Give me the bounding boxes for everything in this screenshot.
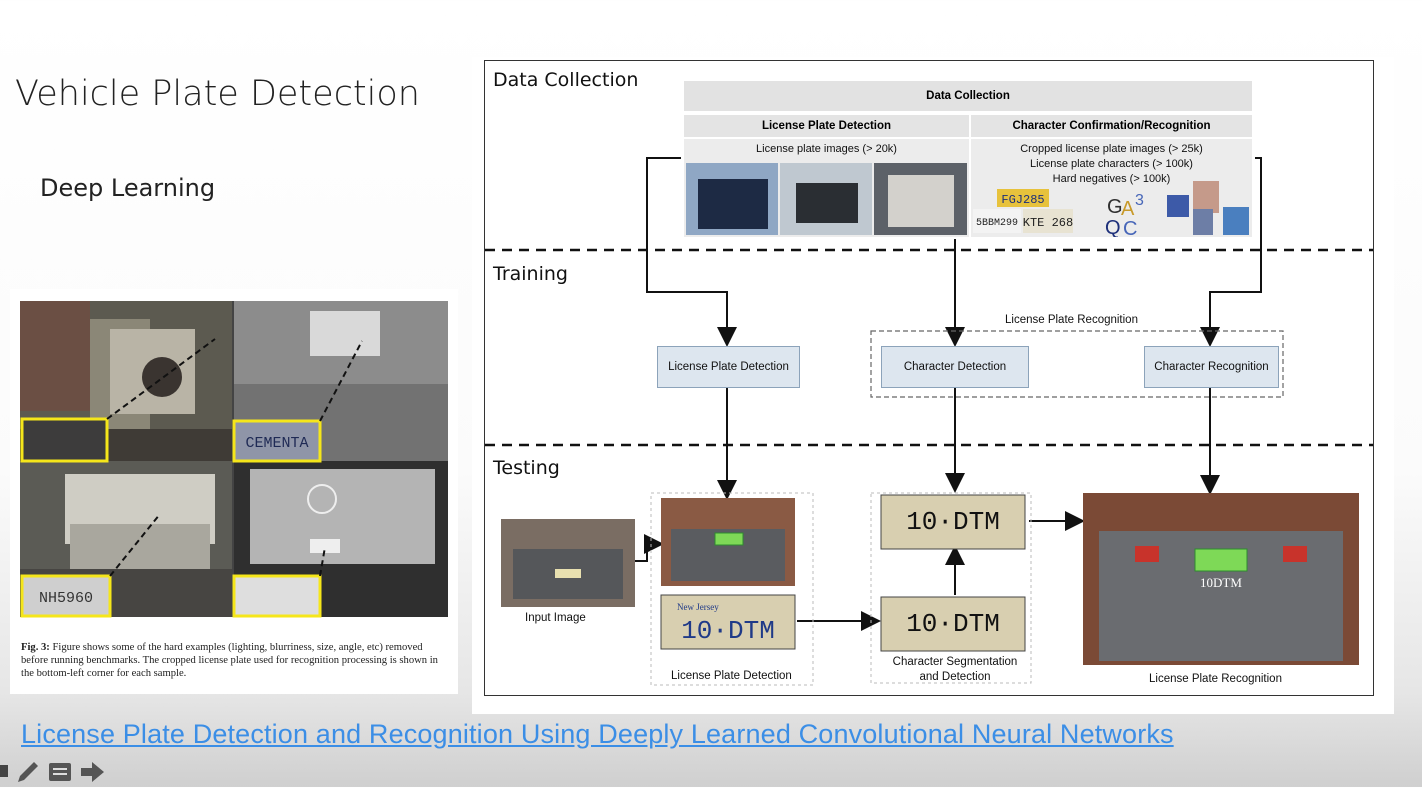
dc-right-body: Cropped license plate images (> 25k) Lic…: [971, 139, 1252, 237]
sample-character-crops: FGJ285 5BBM299 KTE 268 G A 3 Q C: [973, 181, 1249, 237]
testing-detection-label: License Plate Detection: [671, 670, 792, 682]
dc-table-header: Data Collection: [684, 81, 1252, 111]
figure-caption: Fig. 3: Figure shows some of the hard ex…: [21, 641, 449, 680]
caption-label: Fig. 3:: [21, 642, 50, 653]
hard-examples-figure: CEMENTA NH5960 Fig. 3: Figure shows some…: [10, 289, 458, 694]
dc-left-line: License plate images (> 20k): [756, 143, 897, 155]
section-data-collection: Data Collection: [493, 69, 639, 91]
dc-left-body: License plate images (> 20k): [684, 139, 969, 237]
sample-char-c: C: [1123, 218, 1137, 237]
arrow-right-icon[interactable]: [78, 758, 106, 786]
paper-link[interactable]: License Plate Detection and Recognition …: [21, 719, 1174, 749]
sample-char-3: 3: [1135, 192, 1144, 209]
dc-right-header: Character Confirmation/Recognition: [971, 115, 1252, 137]
slide-title: Vehicle Plate Detection: [15, 74, 420, 114]
pointer-icon[interactable]: [0, 758, 28, 786]
sample-plate-3: KTE 268: [1023, 216, 1073, 230]
sample-car-photos: [686, 163, 967, 235]
testing-segmentation-label-1: Character Segmentation: [892, 656, 1018, 668]
testing-recognition-label: License Plate Recognition: [1149, 673, 1282, 685]
dc-right-line-1: Cropped license plate images (> 25k): [1020, 143, 1203, 155]
sample-char-g: G: [1107, 196, 1123, 218]
pipeline-figure: Data Collection Training Testing Data Co…: [472, 57, 1394, 714]
dc-right-line-3: Hard negatives (> 100k): [1052, 173, 1171, 185]
sample-plate-2: 5BBM299: [976, 218, 1018, 229]
training-character-detection: Character Detection: [881, 346, 1029, 388]
section-testing: Testing: [493, 457, 560, 479]
pen-icon[interactable]: [14, 758, 42, 786]
notes-icon[interactable]: [46, 758, 74, 786]
testing-segmentation-label-2: and Detection: [919, 671, 991, 683]
plate-text-blurry: NH5960: [39, 590, 93, 607]
caption-text: Figure shows some of the hard examples (…: [21, 642, 438, 679]
testing-input-label: Input Image: [525, 612, 586, 624]
plate-text-cementa: CEMENTA: [245, 435, 308, 452]
presentation-toolbar: [0, 758, 120, 786]
training-group-label: License Plate Recognition: [1005, 314, 1138, 326]
dc-left-header: License Plate Detection: [684, 115, 969, 137]
training-license-plate-detection: License Plate Detection: [657, 346, 800, 388]
training-character-recognition: Character Recognition: [1144, 346, 1279, 388]
slide-subtitle: Deep Learning: [40, 174, 216, 202]
sample-char-q: Q: [1105, 217, 1121, 237]
dc-right-line-2: License plate characters (> 100k): [1030, 158, 1193, 170]
pipeline-frame: Data Collection Training Testing Data Co…: [484, 60, 1374, 696]
sample-char-a: A: [1121, 198, 1135, 220]
sample-plate-1: FGJ285: [1001, 193, 1044, 207]
hard-examples-collage: CEMENTA NH5960: [20, 301, 448, 618]
section-training: Training: [493, 263, 568, 285]
